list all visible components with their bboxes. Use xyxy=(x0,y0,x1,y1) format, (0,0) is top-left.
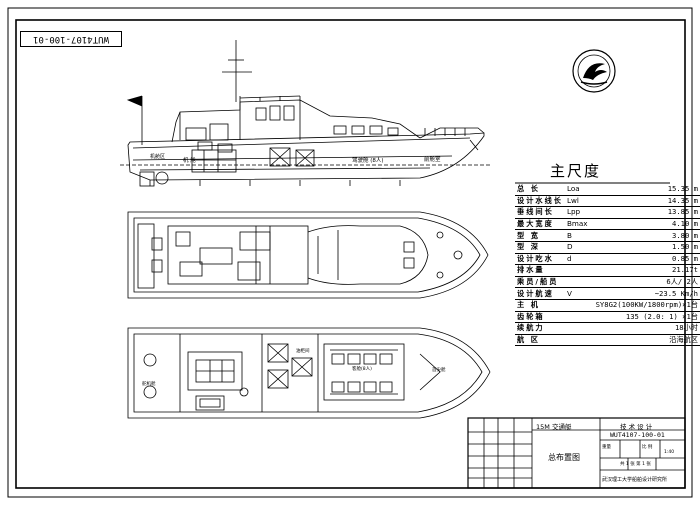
spec-value: 4.10 m xyxy=(593,218,700,231)
spec-symbol xyxy=(564,311,594,324)
label-passenger-cabin: 客舱(8人) xyxy=(352,367,372,372)
spec-symbol: d xyxy=(564,253,594,266)
spec-label: 设计航速 xyxy=(515,287,565,300)
spec-label: 齿轮箱 xyxy=(515,311,565,324)
spec-value: 6人/ 2人 xyxy=(593,276,700,289)
spec-symbol: Loa xyxy=(564,184,594,196)
spec-label: 设计水线长 xyxy=(515,195,565,208)
spec-row: 航 区 沿海航区 xyxy=(515,334,700,347)
institute-logo-icon xyxy=(572,49,616,93)
spec-value: 15.35 m xyxy=(593,184,700,196)
specs-title: 主尺度 xyxy=(550,162,602,180)
spec-label: 续航力 xyxy=(515,322,565,335)
label-front-cabin: 前舱室 xyxy=(424,157,441,163)
tb-vessel: 15M 交通艇 xyxy=(536,423,572,431)
spec-symbol xyxy=(564,322,594,335)
spec-label: 排水量 xyxy=(515,264,565,277)
spec-symbol: Bmax xyxy=(564,218,594,231)
spec-symbol: B xyxy=(564,229,594,242)
spec-symbol xyxy=(564,299,594,312)
spec-label: 航 区 xyxy=(515,334,565,347)
tb-tech: 技 术 设 计 xyxy=(620,423,653,431)
label-engine-room: 机 舱 xyxy=(183,158,196,164)
spec-symbol xyxy=(564,334,594,347)
spec-value: 21.17t xyxy=(593,264,700,277)
spec-value: 18小时 xyxy=(593,322,700,335)
spec-value: 0.85 m xyxy=(593,253,700,266)
tb-institute: 武汉理工大学船舶设计研究所 xyxy=(602,477,668,483)
label-stern: 机舱区 xyxy=(150,153,165,160)
spec-row: 乘员/船员 6人/ 2人 xyxy=(515,276,700,289)
label-bow-store: 首尖舱 xyxy=(432,368,446,373)
spec-value: ~23.5 Km/h xyxy=(593,287,700,300)
spec-label: 总 长 xyxy=(515,184,565,196)
spec-label: 主 机 xyxy=(515,299,565,312)
spec-symbol: Lpp xyxy=(564,206,594,219)
spec-value: 13.85 m xyxy=(593,206,700,219)
spec-label: 型 深 xyxy=(515,241,565,254)
label-cabin: 驾驶舱 (8人) xyxy=(352,158,384,164)
spec-value: SY8G2(100KW/1800rpm)×1台 xyxy=(593,299,700,312)
label-stern-lower: 舵机舱 xyxy=(142,382,156,387)
spec-label: 最大宽度 xyxy=(515,218,565,231)
tb-drawing-name: 总布置图 xyxy=(548,453,580,462)
spec-row: 排水量 21.17t xyxy=(515,264,700,277)
label-fuel: 油柜间 xyxy=(296,349,310,354)
spec-row: 主 机 SY8G2(100KW/1800rpm)×1台 xyxy=(515,299,700,312)
spec-label: 乘员/船员 xyxy=(515,276,565,289)
spec-value: 沿海航区 xyxy=(593,334,700,347)
spec-symbol xyxy=(564,276,594,289)
tb-weight-label: 重量 xyxy=(602,445,611,450)
tb-sheet-label: 共 1 张 第 1 张 xyxy=(620,462,651,467)
tb-drawing-number: WUT4107-100-01 xyxy=(610,431,665,439)
spec-label: 垂线间长 xyxy=(515,206,565,219)
spec-label: 设计吃水 xyxy=(515,253,565,266)
spec-symbol xyxy=(564,264,594,277)
tb-scale: 1:40 xyxy=(664,450,675,455)
spec-label: 型 宽 xyxy=(515,229,565,242)
tb-scale-label: 比 例 xyxy=(642,445,653,450)
spec-value: 3.80 m xyxy=(593,229,700,242)
spec-row: 齿轮箱 135 (2.0: 1) ×1台 xyxy=(515,311,700,324)
specs-top-rule xyxy=(515,182,670,184)
spec-value: 135 (2.0: 1) ×1台 xyxy=(593,311,700,324)
spec-row: 续航力 18小时 xyxy=(515,322,700,335)
spec-symbol: D xyxy=(564,241,594,254)
spec-value: 1.50 m xyxy=(593,241,700,254)
spec-symbol: Lwl xyxy=(564,195,594,208)
spec-value: 14.35 m xyxy=(593,195,700,208)
spec-symbol: V xyxy=(564,287,594,300)
